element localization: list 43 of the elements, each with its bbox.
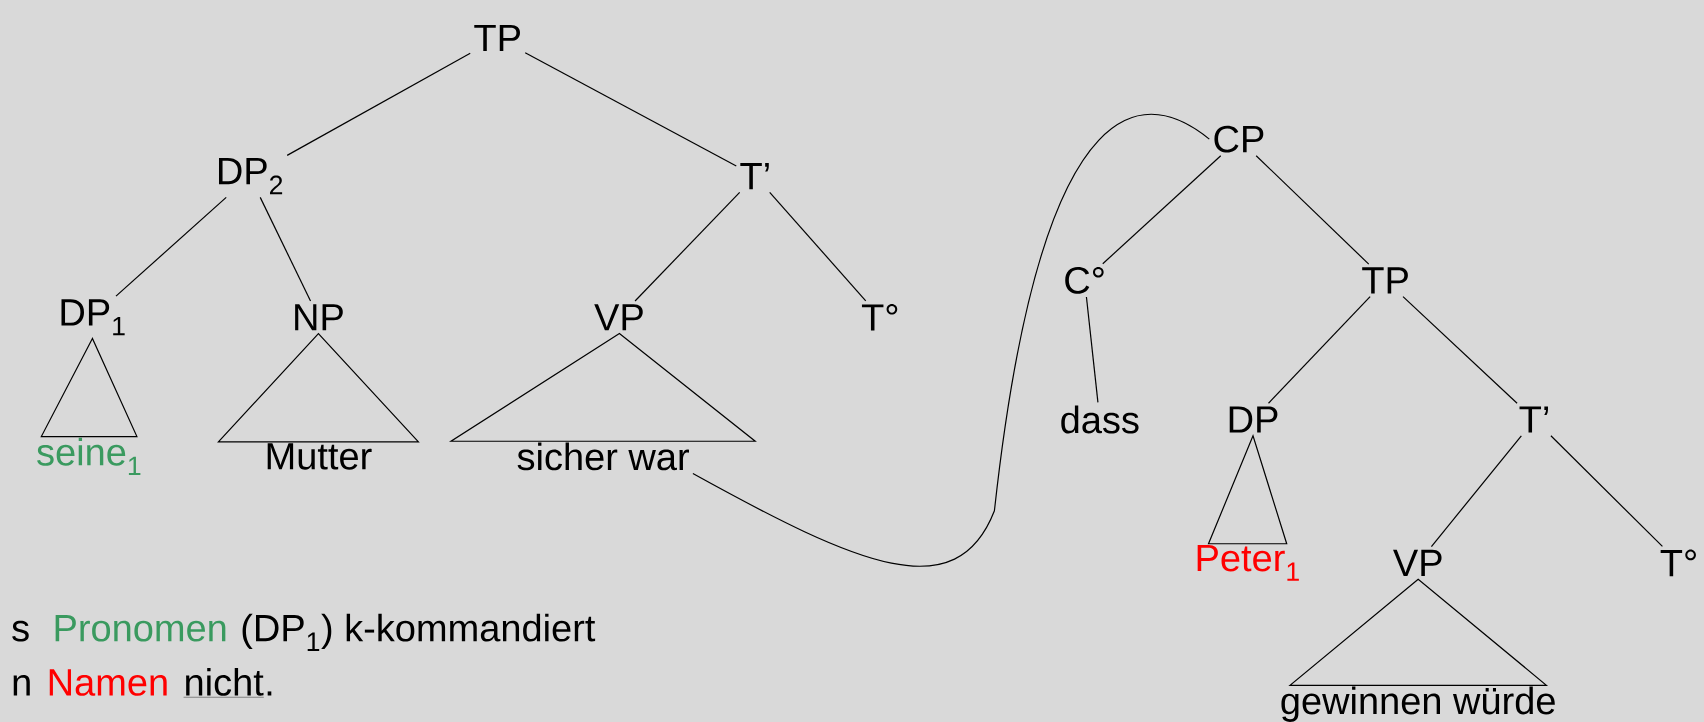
tree-label: CP — [1214, 125, 1264, 153]
tree-label: TP — [474, 24, 520, 52]
tree-label: T° — [861, 304, 898, 331]
text-run: nicht — [183, 667, 264, 698]
text-run: Pronomen — [55, 615, 226, 642]
tree-branch — [286, 52, 471, 156]
tree-branch — [634, 191, 741, 302]
triangle — [217, 332, 420, 443]
tree-label: DP — [1229, 406, 1278, 433]
tree-branch — [769, 191, 867, 302]
tree-branch — [524, 52, 737, 167]
tree-branch — [1550, 435, 1663, 548]
tree-label: T° — [1660, 549, 1696, 577]
tree-label: DP$_{2}$ — [219, 158, 283, 195]
text-run: Namen — [49, 669, 167, 696]
text-run: s — [12, 620, 29, 642]
tree-label: T’ — [740, 163, 769, 190]
text-run: n — [13, 675, 30, 696]
tree-label: Mutter — [267, 443, 372, 470]
tree-label: C° — [1065, 266, 1104, 294]
tree-label: NP — [295, 304, 343, 331]
text-run: . — [267, 691, 272, 696]
tree-label: sicher war — [517, 442, 689, 471]
tree-branch — [1102, 155, 1222, 265]
tree-label: seine$_{1}$ — [37, 437, 141, 476]
tree-label: gewinnen würde — [1281, 686, 1555, 722]
tree-branch — [115, 196, 227, 297]
tree-label: Peter$_{1}$ — [1197, 544, 1299, 581]
tree-branch — [1255, 155, 1370, 265]
tree-label: T’ — [1519, 406, 1548, 433]
tree-label: VP — [1393, 549, 1442, 576]
tree-label: TP — [1362, 267, 1408, 294]
tree-label: DP$_{1}$ — [61, 299, 125, 336]
tree-branch — [259, 196, 312, 302]
tree-branch — [1085, 296, 1099, 403]
tree-branch — [1267, 296, 1371, 404]
tree-label: dass — [1061, 405, 1139, 434]
text-run: (DP$_{1}$) k-kommandiert — [242, 613, 596, 651]
tree-branch — [1402, 296, 1518, 404]
triangle — [40, 337, 138, 438]
tree-branch — [1430, 435, 1522, 548]
tree-label: VP — [594, 304, 643, 331]
curved-line — [692, 114, 1210, 567]
